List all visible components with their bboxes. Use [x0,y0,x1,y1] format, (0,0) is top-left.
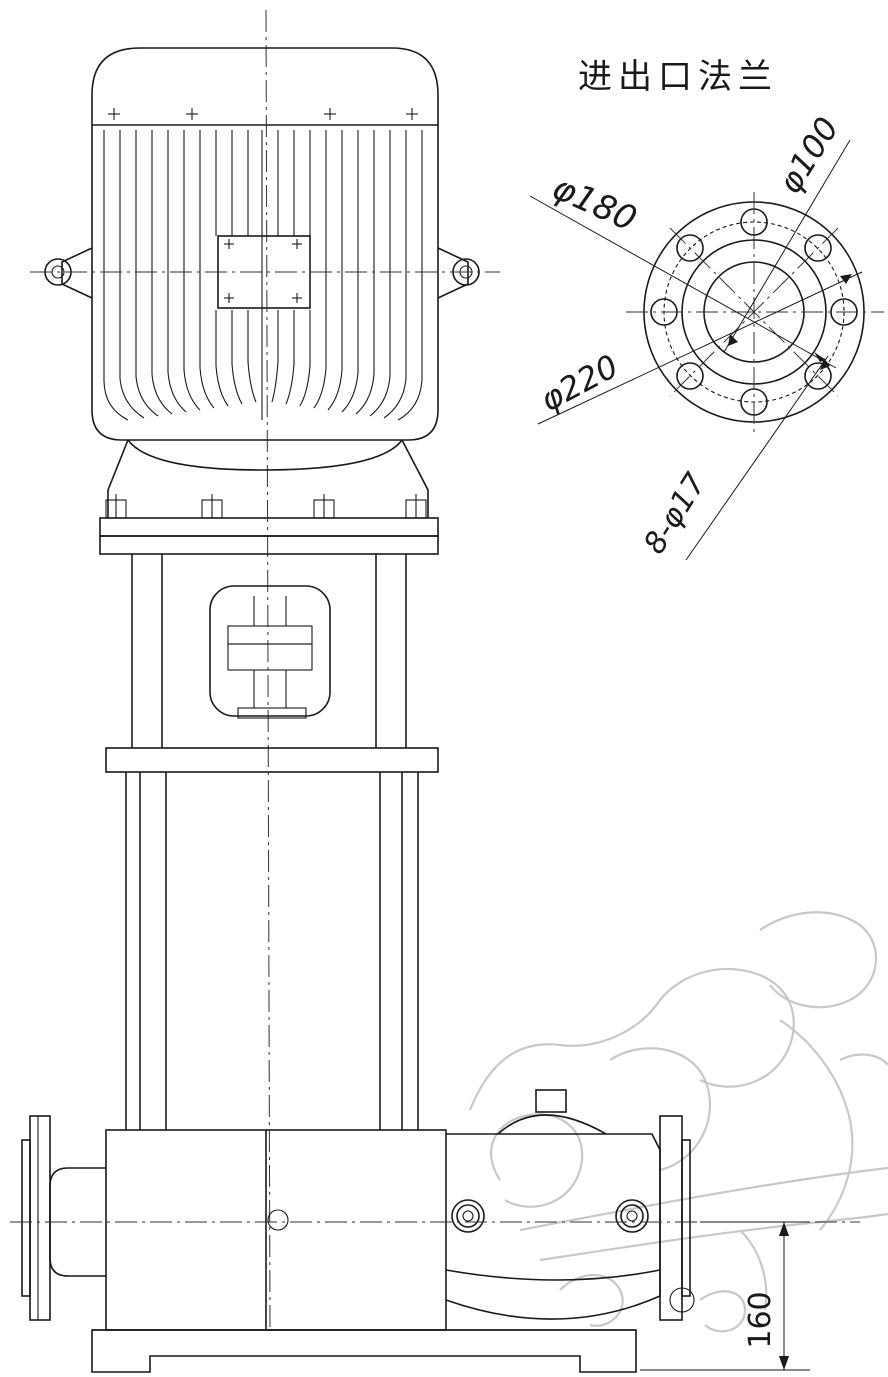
main-centerline [265,9,271,1331]
dim-phi180-label: φ180 [546,168,642,240]
flange-title: 进出口法兰 [578,57,778,97]
dim-bolt-holes-label: 8-φ17 [637,467,713,560]
height-dimension: 160 [640,1221,810,1371]
motor [30,47,500,441]
pump-base [10,1089,860,1373]
watermark [468,911,888,1333]
dim-phi100-label: φ100 [771,110,847,200]
dim-phi220-label: φ220 [534,347,624,419]
motor-bracket [99,439,439,555]
flange-detail: 进出口法兰 [529,57,884,561]
coupling-housing [105,554,439,773]
pump-column [125,772,419,1130]
dimension-160-label: 160 [743,1291,778,1348]
